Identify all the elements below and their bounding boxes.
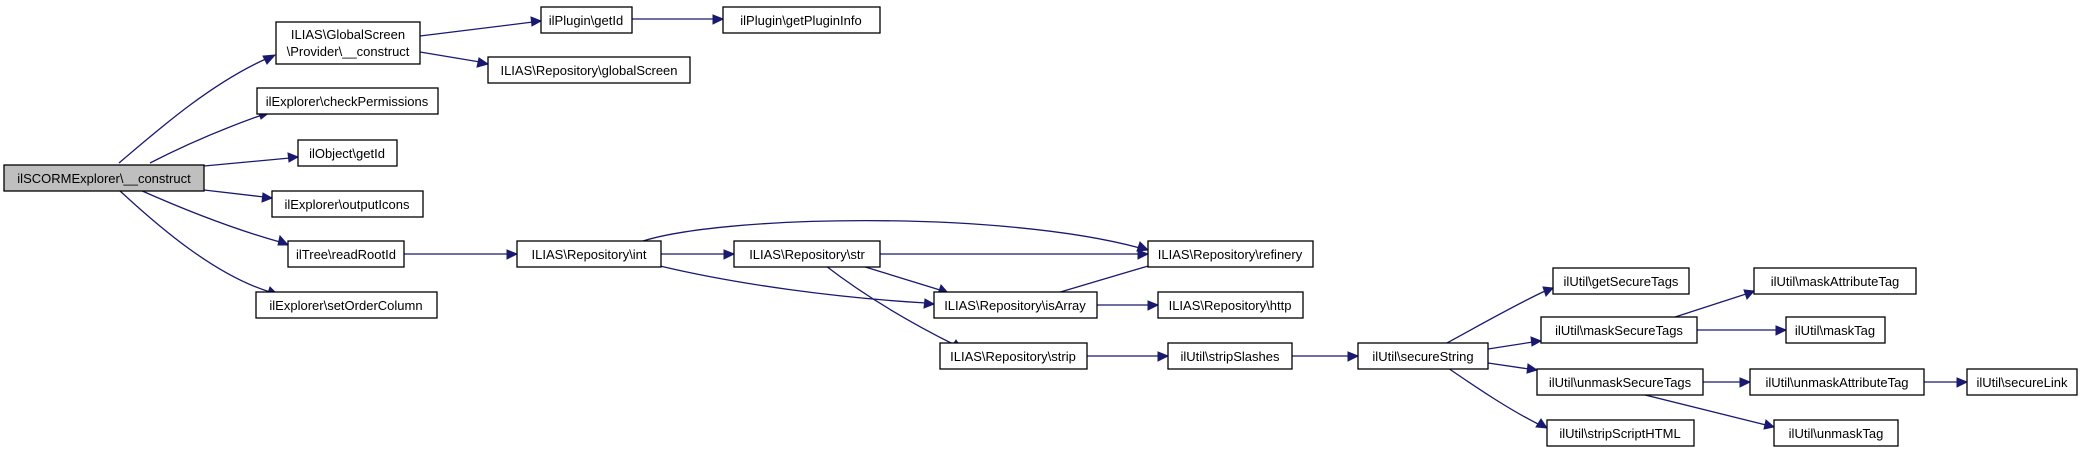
call-graph-edges	[118, 14, 1969, 430]
node-repo-strip-label: ILIAS\Repository\strip	[950, 349, 1076, 364]
node-util-masksecuretags[interactable]: ilUtil\maskSecureTags	[1540, 316, 1698, 344]
node-util-getsecuretags-label: ilUtil\getSecureTags	[1564, 274, 1679, 289]
node-repo-str[interactable]: ILIAS\Repository\str	[733, 240, 881, 268]
edge-root-to-check-permissions	[149, 110, 272, 164]
node-plugin-getid-label: ilPlugin\getId	[549, 13, 623, 28]
edge-isarray-to-http	[1097, 300, 1160, 311]
node-plugin-getid[interactable]: ilPlugin\getId	[540, 6, 633, 34]
edge-securestring-to-masksecuretags	[1487, 336, 1543, 350]
edge-int-to-refinery	[639, 220, 1150, 252]
node-util-maskattributetag-label: ilUtil\maskAttributeTag	[1771, 274, 1900, 289]
node-gs-provider[interactable]: ILIAS\GlobalScreen \Provider\__construct	[275, 21, 421, 65]
node-repo-globalscreen[interactable]: ILIAS\Repository\globalScreen	[487, 56, 691, 84]
node-repo-int-label: ILIAS\Repository\int	[532, 247, 647, 262]
edge-int-to-str	[661, 249, 736, 260]
node-root-label: ilSCORMExplorer\__construct	[17, 171, 191, 186]
node-repo-http[interactable]: ILIAS\Repository\http	[1157, 291, 1304, 319]
node-repo-globalscreen-label: ILIAS\Repository\globalScreen	[500, 63, 677, 78]
edge-strip-to-stripslashes	[1087, 351, 1170, 362]
edge-plugin-getid-to-getplugininfo	[632, 14, 725, 25]
node-plugin-getplugininfo[interactable]: ilPlugin\getPluginInfo	[722, 6, 881, 34]
node-explorer-setordercolumn-label: ilExplorer\setOrderColumn	[269, 298, 422, 313]
edge-unmaskattributetag-to-securelink	[1924, 377, 1969, 388]
edge-unmasksecuretags-to-unmasktag	[1640, 393, 1776, 430]
node-object-getid-label: ilObject\getId	[309, 146, 385, 161]
node-util-stripslashes[interactable]: ilUtil\stripSlashes	[1167, 342, 1293, 370]
edge-stripslashes-to-securestring	[1292, 351, 1360, 362]
edge-root-to-set-order-column	[118, 189, 280, 297]
edge-root-to-object-getid	[203, 152, 300, 167]
node-repo-strip[interactable]: ILIAS\Repository\strip	[939, 342, 1088, 370]
edge-gs-provider-to-globalscreen	[419, 51, 490, 68]
node-util-securelink-label: ilUtil\secureLink	[1976, 375, 2068, 390]
edge-securestring-to-unmasksecuretags	[1487, 362, 1539, 374]
node-util-masksecuretags-label: ilUtil\maskSecureTags	[1555, 323, 1683, 338]
node-explorer-checkpermissions-label: ilExplorer\checkPermissions	[266, 94, 429, 109]
edge-str-to-isarray	[861, 265, 950, 295]
edge-gs-provider-to-plugin-getid	[419, 16, 543, 37]
node-explorer-outputicons[interactable]: ilExplorer\outputIcons	[271, 190, 424, 218]
edge-unmasksecuretags-to-unmaskattributetag	[1703, 377, 1752, 388]
node-util-stripscripthtml-label: ilUtil\stripScriptHTML	[1559, 426, 1680, 441]
edge-int-to-isarray	[659, 265, 936, 309]
edge-read-root-id-to-int	[404, 249, 519, 260]
node-object-getid[interactable]: ilObject\getId	[297, 139, 398, 167]
node-util-masktag-label: ilUtil\maskTag	[1795, 323, 1875, 338]
node-util-securestring-label: ilUtil\secureString	[1372, 349, 1473, 364]
node-repo-refinery[interactable]: ILIAS\Repository\refinery	[1147, 240, 1314, 268]
node-util-maskattributetag[interactable]: ilUtil\maskAttributeTag	[1753, 267, 1917, 295]
node-explorer-setordercolumn[interactable]: ilExplorer\setOrderColumn	[255, 291, 438, 319]
node-util-unmasktag-label: ilUtil\unmaskTag	[1789, 426, 1884, 441]
node-repo-isarray-label: ILIAS\Repository\isArray	[944, 298, 1086, 313]
node-tree-readrootid[interactable]: ilTree\readRootId	[287, 240, 405, 268]
node-repo-refinery-label: ILIAS\Repository\refinery	[1158, 247, 1303, 262]
node-util-securestring[interactable]: ilUtil\secureString	[1357, 342, 1489, 370]
edge-securestring-to-getsecuretags	[1444, 286, 1555, 345]
node-explorer-outputicons-label: ilExplorer\outputIcons	[284, 197, 410, 212]
node-util-unmaskattributetag[interactable]: ilUtil\unmaskAttributeTag	[1749, 368, 1925, 396]
node-repo-str-label: ILIAS\Repository\str	[749, 247, 865, 262]
node-repo-http-label: ILIAS\Repository\http	[1169, 298, 1292, 313]
node-explorer-checkpermissions[interactable]: ilExplorer\checkPermissions	[256, 87, 439, 115]
edge-root-to-output-icons	[203, 189, 274, 203]
node-gs-provider-label-line2: \Provider\__construct	[287, 44, 410, 59]
node-util-stripslashes-label: ilUtil\stripSlashes	[1181, 349, 1280, 364]
node-util-masktag[interactable]: ilUtil\maskTag	[1785, 316, 1886, 344]
edge-root-to-read-root-id	[139, 189, 290, 246]
node-tree-readrootid-label: ilTree\readRootId	[296, 247, 396, 262]
node-util-securelink[interactable]: ilUtil\secureLink	[1966, 368, 2078, 396]
node-util-unmasktag[interactable]: ilUtil\unmaskTag	[1773, 419, 1899, 447]
edge-masksecuretags-to-masktag	[1697, 325, 1788, 336]
node-gs-provider-label-line1: ILIAS\GlobalScreen	[291, 27, 405, 42]
edge-str-to-refinery	[880, 249, 1150, 260]
node-util-unmaskattributetag-label: ilUtil\unmaskAttributeTag	[1765, 375, 1908, 390]
node-repo-isarray[interactable]: ILIAS\Repository\isArray	[933, 291, 1098, 319]
edge-securestring-to-stripscripthtml	[1447, 367, 1548, 429]
call-graph-nodes: ilSCORMExplorer\__construct ILIAS\Global…	[3, 6, 2078, 447]
node-plugin-getplugininfo-label: ilPlugin\getPluginInfo	[740, 13, 861, 28]
node-root[interactable]: ilSCORMExplorer\__construct	[3, 164, 205, 192]
node-util-getsecuretags[interactable]: ilUtil\getSecureTags	[1552, 267, 1690, 295]
node-util-unmasksecuretags[interactable]: ilUtil\unmaskSecureTags	[1536, 368, 1704, 396]
edge-root-to-gs-provider	[118, 54, 277, 164]
node-util-stripscripthtml[interactable]: ilUtil\stripScriptHTML	[1546, 419, 1695, 447]
node-repo-int[interactable]: ILIAS\Repository\int	[516, 240, 662, 268]
node-util-unmasksecuretags-label: ilUtil\unmaskSecureTags	[1549, 375, 1692, 390]
